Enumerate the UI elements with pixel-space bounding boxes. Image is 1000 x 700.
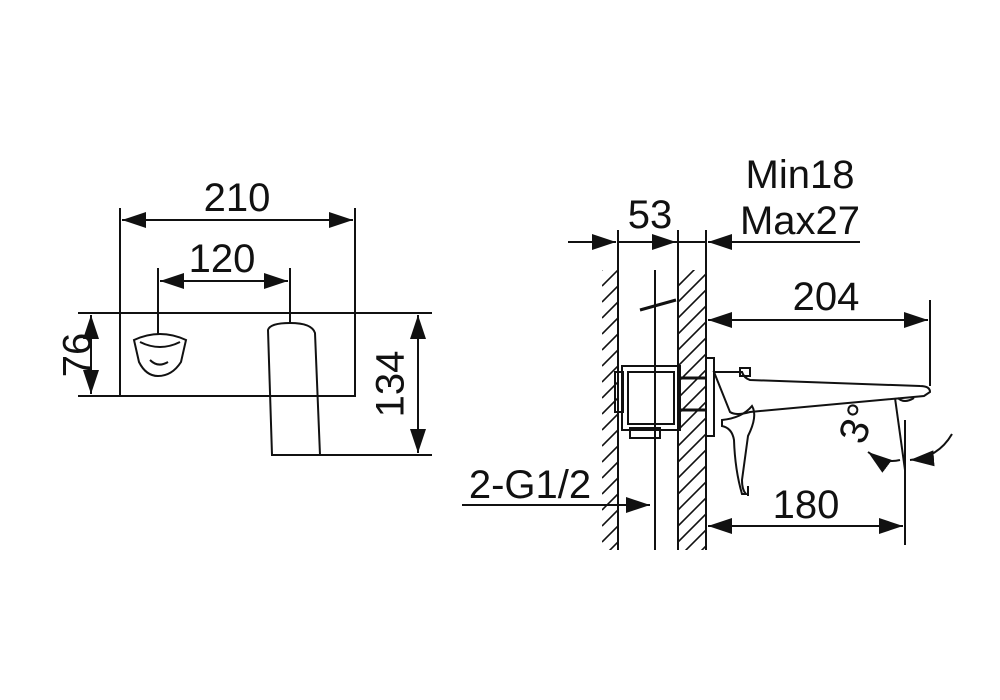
hatch-line xyxy=(678,465,706,495)
hatch-line xyxy=(678,417,706,447)
front-view: 210 120 76 134 xyxy=(56,176,432,456)
wall-hatching-left xyxy=(602,270,618,574)
hatch-line xyxy=(678,481,706,511)
hatch-line xyxy=(678,449,706,479)
hatch-line xyxy=(678,273,706,303)
hatch-line xyxy=(602,461,618,479)
hatch-line xyxy=(602,445,618,463)
hatch-line xyxy=(678,305,706,335)
hatch-line xyxy=(602,509,618,527)
valve-bottom xyxy=(629,427,661,439)
hatch-line xyxy=(678,321,706,351)
hatch-line xyxy=(678,369,706,399)
handle-lever xyxy=(132,333,188,378)
dim-label-min: Min18 xyxy=(746,153,855,197)
hatch-line xyxy=(602,285,618,303)
cover-plate xyxy=(705,357,715,437)
hatch-line xyxy=(602,349,618,367)
back-plate xyxy=(119,312,356,397)
hatch-line xyxy=(678,497,706,527)
hatch-line xyxy=(608,541,618,550)
dim-label-210: 210 xyxy=(204,176,271,220)
hatch-line xyxy=(602,525,618,543)
dim-label-134: 134 xyxy=(369,351,413,418)
side-view: 53 Min18 Max27 204 180 3° 2-G1/2 xyxy=(462,153,953,590)
hatch-line xyxy=(602,270,604,271)
hatch-line xyxy=(602,301,618,319)
hatch-line xyxy=(678,562,706,590)
hatch-line xyxy=(678,401,706,431)
hatch-line xyxy=(602,365,618,383)
handle-detail-2 xyxy=(149,359,169,366)
valve-inner xyxy=(627,371,675,425)
hatch-line xyxy=(678,433,706,463)
hatch-line xyxy=(678,270,680,271)
aerator xyxy=(897,397,915,402)
hatch-line xyxy=(678,513,706,543)
dim-label-angle: 3° xyxy=(831,398,885,449)
dim-label-max: Max27 xyxy=(740,199,860,243)
dim-label-180: 180 xyxy=(773,483,840,527)
hatch-line xyxy=(678,270,696,287)
angle-arc-right xyxy=(909,433,953,467)
hatch-line xyxy=(678,337,706,367)
hatch-line xyxy=(602,477,618,495)
dim-label-53: 53 xyxy=(628,193,673,237)
spout-cap xyxy=(739,367,751,377)
hatch-line xyxy=(602,493,618,511)
hatch-line xyxy=(602,317,618,335)
thread-label: 2-G1/2 xyxy=(469,463,591,507)
angle-ref-line xyxy=(894,397,906,471)
valve-body xyxy=(621,365,681,431)
handle-side xyxy=(721,404,756,495)
dim-label-120: 120 xyxy=(189,237,256,281)
handle-detail xyxy=(139,341,181,348)
hatch-line xyxy=(678,289,706,319)
angle-arc-left xyxy=(867,451,901,473)
hatch-line xyxy=(602,558,618,574)
wall-hatching-right xyxy=(678,270,706,590)
hatch-line xyxy=(602,413,618,431)
hatch-line xyxy=(700,545,706,550)
dim-label-76: 76 xyxy=(56,333,100,378)
dim-label-204: 204 xyxy=(793,275,860,319)
spout-front xyxy=(266,321,322,456)
hatch-line xyxy=(602,333,618,351)
hatch-line xyxy=(684,529,706,550)
spout-side xyxy=(712,371,932,415)
hatch-line xyxy=(602,429,618,447)
hatch-line xyxy=(602,270,618,287)
pin xyxy=(639,298,677,312)
valve-flange xyxy=(614,371,624,413)
